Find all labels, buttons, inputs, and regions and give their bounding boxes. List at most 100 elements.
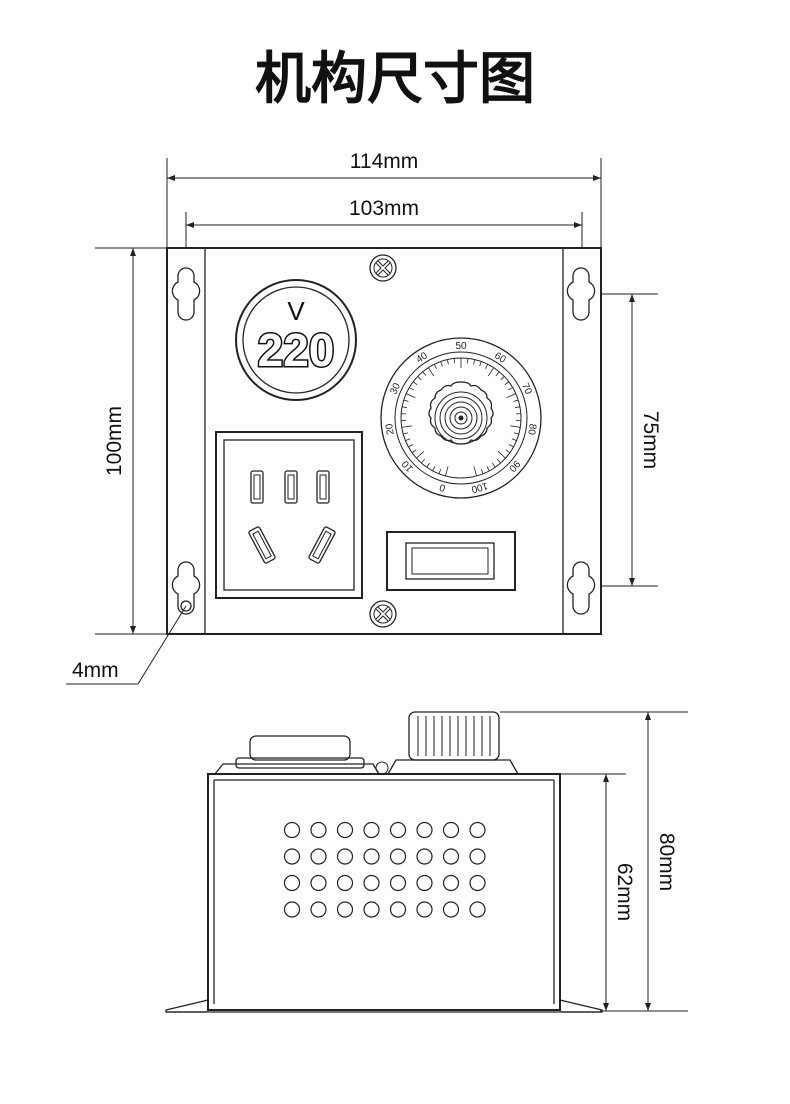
vent-hole (336, 848, 354, 865)
front-view: 114mm 103mm 100mm 75mm (66, 150, 662, 685)
dial-scale-label: 60 (492, 350, 508, 366)
dial-tick (438, 468, 442, 474)
dimension-hole-spacing: 75mm (600, 293, 662, 587)
dial-tick (446, 359, 449, 365)
body-height-label: 62mm (613, 863, 636, 921)
outlet-slot (250, 470, 264, 504)
vent-hole (336, 874, 354, 892)
vent-hole (442, 901, 460, 918)
vent-hole (336, 821, 354, 839)
vent-hole (283, 874, 301, 892)
vent-hole (442, 874, 460, 892)
dial-tick (513, 399, 519, 402)
vent-hole (469, 874, 486, 892)
dial-tick (421, 458, 425, 464)
vent-hole (416, 821, 433, 839)
dial-tick (487, 367, 495, 377)
vent-hole (469, 901, 486, 918)
side-body (207, 773, 561, 1011)
dial-scale-label: 70 (519, 382, 534, 397)
vent-hole (283, 901, 301, 918)
dial-tick (497, 458, 501, 464)
dimension-hole-size: 4mm (66, 605, 187, 685)
voltmeter-unit: V (287, 296, 305, 326)
dial-tick (427, 367, 435, 377)
mounting-slot-bottom-left (171, 561, 201, 615)
dial-scale-label: 50 (455, 341, 467, 352)
overall-width-label: 114mm (350, 150, 418, 173)
vent-hole (389, 848, 407, 865)
dial-tick (510, 425, 521, 428)
dial-tick (480, 468, 484, 474)
mounting-slot-top-right (566, 267, 596, 321)
dial-tick (486, 466, 490, 472)
dial-tick (406, 393, 416, 399)
dial-tick (411, 449, 417, 454)
hole-spacing-label: 75mm (639, 411, 662, 469)
dial-scale-label: 0 (438, 481, 447, 493)
dial-tick (473, 359, 476, 365)
dial-scale-label: 30 (388, 381, 403, 396)
vent-hole (310, 874, 327, 892)
screw-icon (369, 254, 397, 282)
dial-tick (403, 432, 409, 435)
dial-tick (509, 444, 514, 448)
dial-tick (500, 376, 505, 381)
vent-hole (389, 874, 407, 892)
vent-hole (469, 821, 486, 839)
vent-hole (389, 901, 407, 918)
dial-tick (511, 438, 517, 442)
side-view: 80mm 62mm (165, 711, 688, 1013)
inner-width-label: 103mm (349, 197, 419, 220)
dial-tick (466, 358, 469, 364)
vent-hole (310, 821, 327, 839)
mounting-slot-bottom-right (566, 561, 596, 615)
dial-tick (514, 406, 521, 409)
dial-tick (485, 364, 489, 369)
dial-tick (426, 462, 430, 468)
dimension-body-height: 62mm (560, 773, 636, 1011)
mounting-flange-left (165, 999, 209, 1013)
dial-scale-label: 40 (414, 350, 430, 366)
vent-hole (389, 821, 407, 839)
mounting-slot-top-left (171, 267, 201, 321)
voltmeter-reading: 220 (258, 324, 335, 376)
vent-hole (416, 901, 433, 918)
screw-icon (369, 600, 397, 628)
dial-tick (403, 399, 409, 402)
rocker-switch (386, 531, 516, 591)
hole-size-label: 4mm (72, 659, 119, 682)
dial-tick (422, 371, 427, 376)
dimension-overall-width: 114mm (166, 150, 602, 248)
power-outlet (215, 431, 363, 599)
dial-tick (492, 462, 496, 468)
vent-hole (363, 821, 380, 839)
vent-hole (310, 848, 327, 865)
dimension-total-height: 80mm (500, 711, 688, 1012)
dial-tick (504, 381, 510, 386)
vent-hole (416, 874, 433, 892)
vent-hole (283, 821, 301, 839)
voltmeter-display: V 220 (235, 279, 357, 401)
dial-tick (401, 406, 408, 409)
vent-hole (416, 848, 433, 865)
vent-hole (283, 848, 301, 865)
front-panel (166, 247, 602, 635)
vent-hole (336, 901, 354, 918)
dial-scale-label: 100 (470, 480, 489, 495)
dial-tick (445, 466, 449, 477)
vent-hole (363, 901, 380, 918)
outlet-slot (316, 470, 330, 504)
dial-tick (432, 466, 436, 472)
outlet-slot (284, 470, 298, 504)
dial-scale-label: 20 (384, 422, 397, 435)
knob-icon (428, 381, 494, 445)
dial-tick (408, 444, 413, 448)
dial-tick (405, 438, 411, 442)
dial-tick (409, 387, 414, 391)
dial-tick (440, 361, 443, 367)
dial-tick (495, 371, 500, 376)
vent-hole-grid (283, 821, 486, 918)
dial-tick (508, 387, 513, 391)
